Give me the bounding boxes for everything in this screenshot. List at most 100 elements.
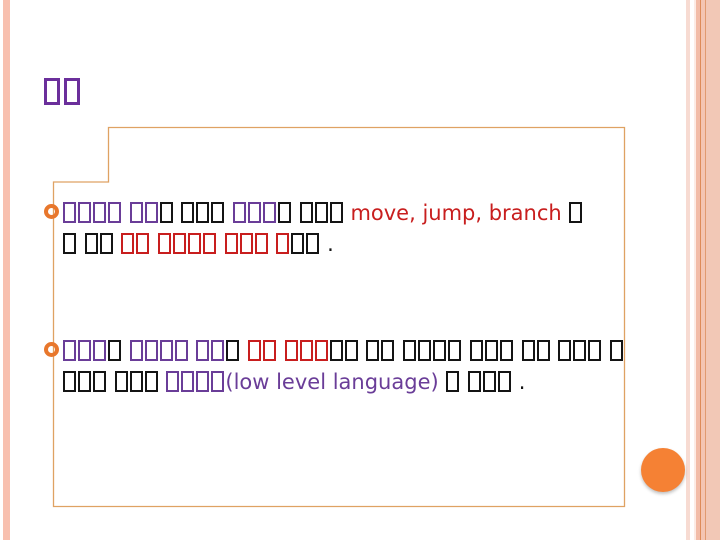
- text-run: [150, 232, 157, 256]
- missing-glyph-box: [211, 202, 225, 223]
- missing-glyph-box: [159, 202, 173, 223]
- text-run: [514, 339, 521, 363]
- missing-glyph-box: [248, 202, 262, 223]
- missing-glyph-box: [129, 202, 143, 223]
- stripe: [700, 0, 701, 540]
- missing-glyph-box: [366, 340, 380, 361]
- missing-glyph-box: [521, 340, 535, 361]
- text-run: [395, 339, 402, 363]
- bullet-text: move, jump, branch .: [62, 199, 644, 261]
- missing-glyph-box: [64, 78, 80, 105]
- missing-glyph-box: [484, 340, 498, 361]
- missing-glyph-box: [573, 340, 587, 361]
- missing-glyph-box: [558, 340, 572, 361]
- stripe: [686, 0, 690, 540]
- missing-glyph-box: [233, 202, 247, 223]
- missing-glyph-box: [174, 340, 188, 361]
- missing-glyph-box: [314, 202, 328, 223]
- text-run: .: [320, 232, 334, 256]
- missing-glyph-box: [136, 233, 150, 254]
- missing-glyph-box: [609, 340, 623, 361]
- missing-glyph-box: [248, 340, 262, 361]
- missing-glyph-box: [433, 340, 447, 361]
- missing-glyph-box: [144, 202, 158, 223]
- missing-glyph-box: [63, 202, 76, 223]
- missing-glyph-box: [93, 371, 106, 392]
- text-line: [62, 337, 644, 368]
- missing-glyph-box: [448, 340, 462, 361]
- text-run: move, jump, branch: [350, 201, 562, 225]
- missing-glyph-box: [314, 340, 328, 361]
- missing-glyph-box: [224, 233, 238, 254]
- missing-glyph-box: [403, 340, 417, 361]
- text-run: [292, 201, 299, 225]
- missing-glyph-box: [196, 371, 210, 392]
- missing-glyph-box: [483, 371, 497, 392]
- missing-glyph-box: [188, 233, 202, 254]
- text-run: (low level language): [225, 370, 439, 394]
- missing-glyph-box: [536, 340, 550, 361]
- missing-glyph-box: [254, 233, 268, 254]
- missing-glyph-box: [63, 340, 76, 361]
- stripe: [696, 0, 700, 540]
- missing-glyph-box: [306, 233, 320, 254]
- text-run: [359, 339, 366, 363]
- missing-glyph-box: [108, 340, 121, 361]
- missing-glyph-box: [446, 371, 460, 392]
- text-run: [159, 370, 166, 394]
- missing-glyph-box: [329, 340, 343, 361]
- text-run: [217, 232, 224, 256]
- text-run: .: [512, 370, 526, 394]
- missing-glyph-box: [78, 371, 91, 392]
- missing-glyph-box: [329, 202, 343, 223]
- left-accent-bar: [3, 0, 10, 540]
- missing-glyph-box: [381, 340, 395, 361]
- missing-glyph-box: [144, 340, 158, 361]
- missing-glyph-box: [121, 233, 135, 254]
- text-run: [269, 232, 276, 256]
- bullet-ring-icon: [44, 342, 59, 357]
- text-run: [114, 232, 121, 256]
- missing-glyph-box: [469, 340, 483, 361]
- bullet-text: (low level language) .: [62, 337, 644, 399]
- missing-glyph-box: [588, 340, 602, 361]
- missing-glyph-box: [276, 233, 290, 254]
- text-run: [277, 339, 284, 363]
- slide-title: [42, 78, 82, 109]
- missing-glyph-box: [239, 233, 253, 254]
- text-run: [225, 201, 232, 225]
- missing-glyph-box: [299, 340, 313, 361]
- text-run: [240, 339, 247, 363]
- missing-glyph-box: [78, 340, 91, 361]
- right-stripe-band: [686, 0, 720, 540]
- text-line: (low level language) .: [62, 368, 644, 399]
- stripe: [706, 0, 720, 540]
- missing-glyph-box: [291, 233, 305, 254]
- missing-glyph-box: [78, 202, 91, 223]
- missing-glyph-box: [159, 340, 173, 361]
- missing-glyph-box: [498, 371, 512, 392]
- text-run: [439, 370, 446, 394]
- missing-glyph-box: [63, 233, 76, 254]
- text-run: [122, 201, 129, 225]
- missing-glyph-box: [63, 371, 76, 392]
- missing-glyph-box: [344, 340, 358, 361]
- text-run: [107, 370, 114, 394]
- page-number-bubble: [641, 448, 685, 492]
- stripe: [694, 0, 696, 540]
- text-run: [551, 339, 558, 363]
- missing-glyph-box: [418, 340, 432, 361]
- missing-glyph-box: [263, 202, 277, 223]
- missing-glyph-box: [569, 202, 583, 223]
- missing-glyph-box: [166, 371, 180, 392]
- text-run: [77, 232, 84, 256]
- missing-glyph-box: [129, 371, 143, 392]
- missing-glyph-box: [211, 340, 225, 361]
- missing-glyph-box: [226, 340, 240, 361]
- missing-glyph-box: [93, 340, 106, 361]
- missing-glyph-box: [196, 202, 210, 223]
- bullet-item: (low level language) .: [44, 337, 644, 399]
- missing-glyph-box: [278, 202, 292, 223]
- missing-glyph-box: [299, 202, 313, 223]
